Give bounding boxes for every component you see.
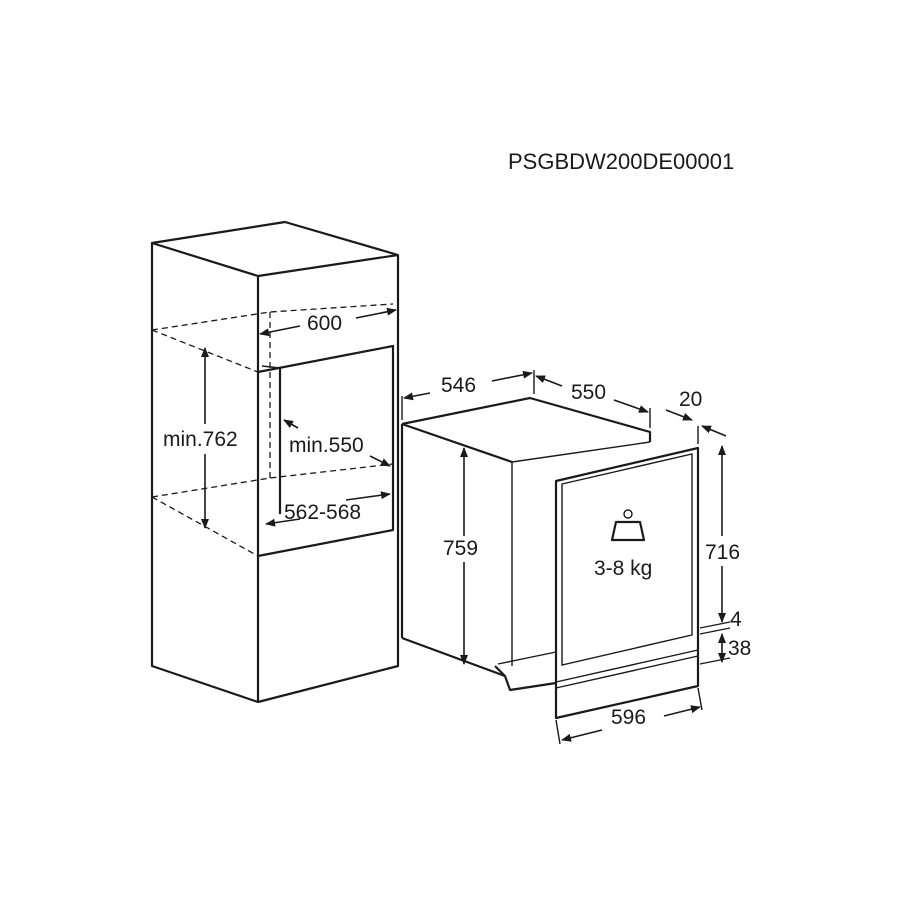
- weight-label: 3-8 kg: [594, 557, 652, 580]
- dimension-550: 550: [535, 375, 651, 428]
- niche-depth-label: min.550: [289, 434, 364, 457]
- weight-icon: [610, 509, 646, 542]
- gap-label: 4: [730, 608, 742, 631]
- kitchen-cabinet: [150, 220, 400, 704]
- dimension-759: 759: [443, 447, 478, 665]
- dimension-600: 600: [259, 307, 397, 337]
- dimension-min-550: min.550: [283, 419, 391, 467]
- niche-height-label: min.762: [163, 428, 238, 451]
- dimension-38: 38: [699, 633, 751, 665]
- depth-label: 546: [441, 374, 476, 397]
- height-label: 759: [443, 537, 478, 560]
- niche-width-label: 562-568: [284, 501, 361, 524]
- plinth-label: 38: [728, 637, 751, 660]
- dishwasher: [400, 396, 700, 720]
- document-code: PSGBDW200DE00001: [508, 149, 734, 174]
- door-height-label: 716: [705, 541, 740, 564]
- depth-with-door-label: 550: [571, 381, 606, 404]
- dimension-716: 716: [705, 445, 740, 623]
- dimension-596: 596: [555, 687, 703, 745]
- door-width-label: 596: [611, 706, 646, 729]
- dimension-546: 546: [401, 370, 535, 420]
- dimension-min-762: min.762: [163, 347, 238, 529]
- cabinet-width-label: 600: [307, 312, 342, 335]
- dimension-562-568: 562-568: [265, 491, 391, 527]
- dimension-20: 20: [665, 388, 727, 444]
- dimension-4: 4: [699, 608, 742, 635]
- door-thickness-label: 20: [679, 388, 702, 411]
